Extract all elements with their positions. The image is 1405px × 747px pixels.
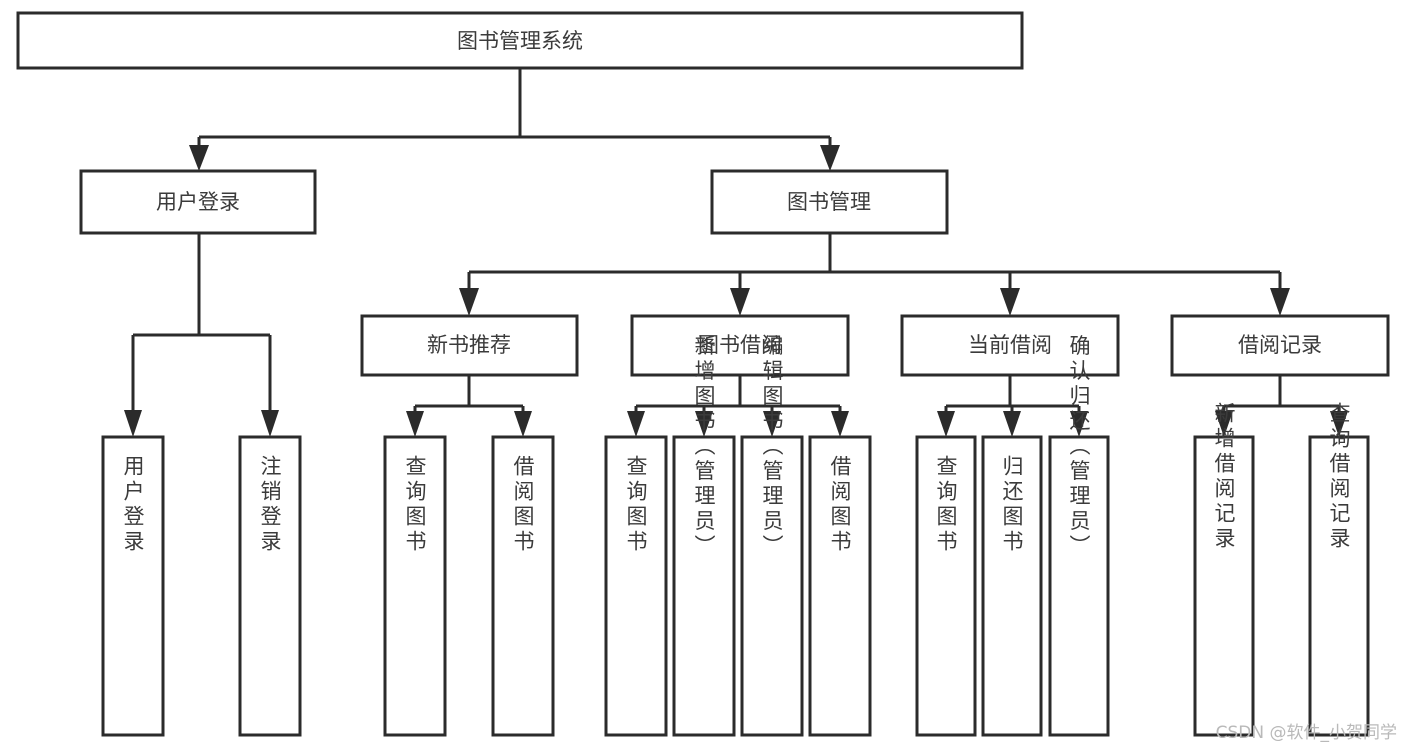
arrow-to-leaf-query-book-2 <box>627 411 645 437</box>
node-leaf-query-book-3-label: 查询图书 <box>934 455 958 555</box>
node-leaf-query-book-1-label: 查询图书 <box>403 455 427 555</box>
node-leaf-return-book[interactable]: 归还图书 <box>981 435 1043 737</box>
node-leaf-logout-login[interactable]: 注销登录 <box>238 435 302 737</box>
node-leaf-add-record[interactable]: 新增借阅记录 <box>1193 402 1255 737</box>
node-leaf-borrow-book-1[interactable]: 借阅图书 <box>491 435 555 737</box>
node-leaf-query-record[interactable]: 查询借阅记录 <box>1308 402 1370 737</box>
node-book-borrow[interactable]: 图书借阅 <box>630 314 850 377</box>
arrow-to-book-manage <box>820 145 840 171</box>
node-current-borrow[interactable]: 当前借阅 <box>900 314 1120 377</box>
node-borrow-record[interactable]: 借阅记录 <box>1170 314 1390 377</box>
node-leaf-confirm-return[interactable]: 确认归还（管理员） <box>1048 335 1110 737</box>
node-leaf-edit-book[interactable]: 编辑图书（管理员） <box>740 335 804 737</box>
node-leaf-query-book-2-label: 查询图书 <box>624 455 648 555</box>
node-leaf-return-book-label: 归还图书 <box>1000 455 1024 555</box>
connector-new-book-recommend-to-leaves <box>413 375 525 414</box>
node-user-login-label: 用户登录 <box>156 190 240 214</box>
node-leaf-query-book-1[interactable]: 查询图书 <box>383 435 447 737</box>
arrow-to-current-borrow <box>1000 288 1020 316</box>
arrow-to-leaf-query-book-3 <box>937 411 955 437</box>
node-current-borrow-label: 当前借阅 <box>968 333 1052 357</box>
arrow-to-leaf-logout-login <box>261 410 279 437</box>
node-book-borrow-label: 图书借阅 <box>698 333 782 357</box>
node-leaf-confirm-return-label: 确认归还（管理员） <box>1067 335 1091 560</box>
node-leaf-edit-book-label: 编辑图书（管理员） <box>760 335 784 560</box>
arrow-to-leaf-query-book-1 <box>406 411 424 437</box>
node-new-book-recommend[interactable]: 新书推荐 <box>360 314 579 377</box>
arrow-to-new-book-recommend <box>459 288 479 316</box>
node-leaf-borrow-book-1-label: 借阅图书 <box>511 455 535 555</box>
watermark: CSDN @软件_小贺同学 <box>1215 723 1397 743</box>
arrow-to-leaf-add-record <box>1215 411 1233 437</box>
node-book-manage[interactable]: 图书管理 <box>710 169 949 235</box>
arrow-to-leaf-return-book <box>1003 411 1021 437</box>
connector-book-borrow-to-leaves <box>634 375 842 414</box>
arrow-to-leaf-confirm-return <box>1070 411 1088 437</box>
node-book-manage-label: 图书管理 <box>787 190 871 214</box>
node-leaf-query-record-label: 查询借阅记录 <box>1327 402 1351 552</box>
arrow-to-leaf-add-book <box>695 411 713 437</box>
arrow-to-leaf-borrow-book-1 <box>514 411 532 437</box>
node-leaf-borrow-book-2-label: 借阅图书 <box>828 455 852 555</box>
arrow-to-leaf-edit-book <box>763 411 781 437</box>
node-leaf-user-login-label: 用户登录 <box>121 455 145 555</box>
arrow-to-leaf-borrow-book-2 <box>831 411 849 437</box>
node-root-label: 图书管理系统 <box>457 29 583 53</box>
node-leaf-query-book-3[interactable]: 查询图书 <box>915 435 977 737</box>
connector-book-manage-to-level3 <box>467 233 1282 288</box>
node-leaf-add-record-label: 新增借阅记录 <box>1212 402 1236 552</box>
arrow-to-book-borrow <box>730 288 750 316</box>
node-leaf-logout-login-label: 注销登录 <box>258 455 282 555</box>
node-user-login[interactable]: 用户登录 <box>79 169 317 235</box>
arrow-to-user-login <box>189 145 209 171</box>
connector-user-login-to-leaves <box>131 233 272 410</box>
node-root[interactable]: 图书管理系统 <box>16 11 1024 70</box>
node-leaf-query-book-2[interactable]: 查询图书 <box>604 435 668 737</box>
node-leaf-user-login[interactable]: 用户登录 <box>101 435 165 737</box>
node-borrow-record-label: 借阅记录 <box>1238 333 1322 357</box>
node-leaf-borrow-book-2[interactable]: 借阅图书 <box>808 435 872 737</box>
connector-root-to-level2 <box>197 68 832 152</box>
node-leaf-add-book[interactable]: 新增图书（管理员） <box>672 335 736 737</box>
arrow-to-borrow-record <box>1270 288 1290 316</box>
connector-borrow-record-to-leaves <box>1222 375 1341 414</box>
arrow-to-leaf-user-login <box>124 410 142 437</box>
connector-current-borrow-to-leaves <box>944 375 1081 414</box>
arrow-to-leaf-query-record <box>1330 411 1348 437</box>
node-leaf-add-book-label: 新增图书（管理员） <box>692 335 716 560</box>
node-new-book-recommend-label: 新书推荐 <box>427 333 511 357</box>
